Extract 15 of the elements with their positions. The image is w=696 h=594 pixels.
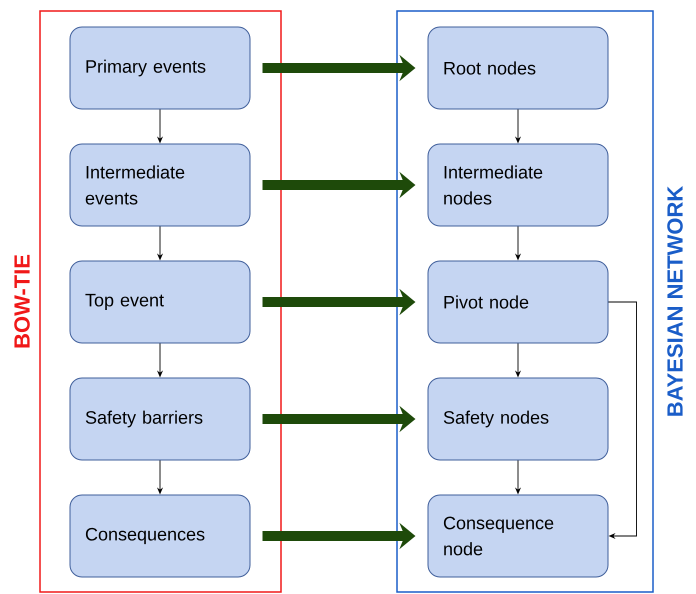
arrow <box>608 302 637 540</box>
process-box: Consequence node <box>428 494 608 578</box>
process-box: Intermediate events <box>70 144 250 226</box>
process-box: Top event <box>70 260 250 344</box>
frame-heading: BOW-TIE <box>14 254 30 348</box>
frame-heading: BAYESIAN NETWORK <box>667 186 683 416</box>
group-frame <box>14 10 282 593</box>
process-box: Root nodes <box>428 26 608 110</box>
process-box: Primary events <box>70 26 250 110</box>
process-box: Intermediate nodes <box>428 144 608 226</box>
process-box: Safety barriers <box>70 378 250 460</box>
process-box: Pivot node <box>428 260 608 344</box>
group-frame <box>396 10 683 593</box>
process-box: Safety nodes <box>428 378 608 460</box>
process-box: Consequences <box>70 494 250 578</box>
